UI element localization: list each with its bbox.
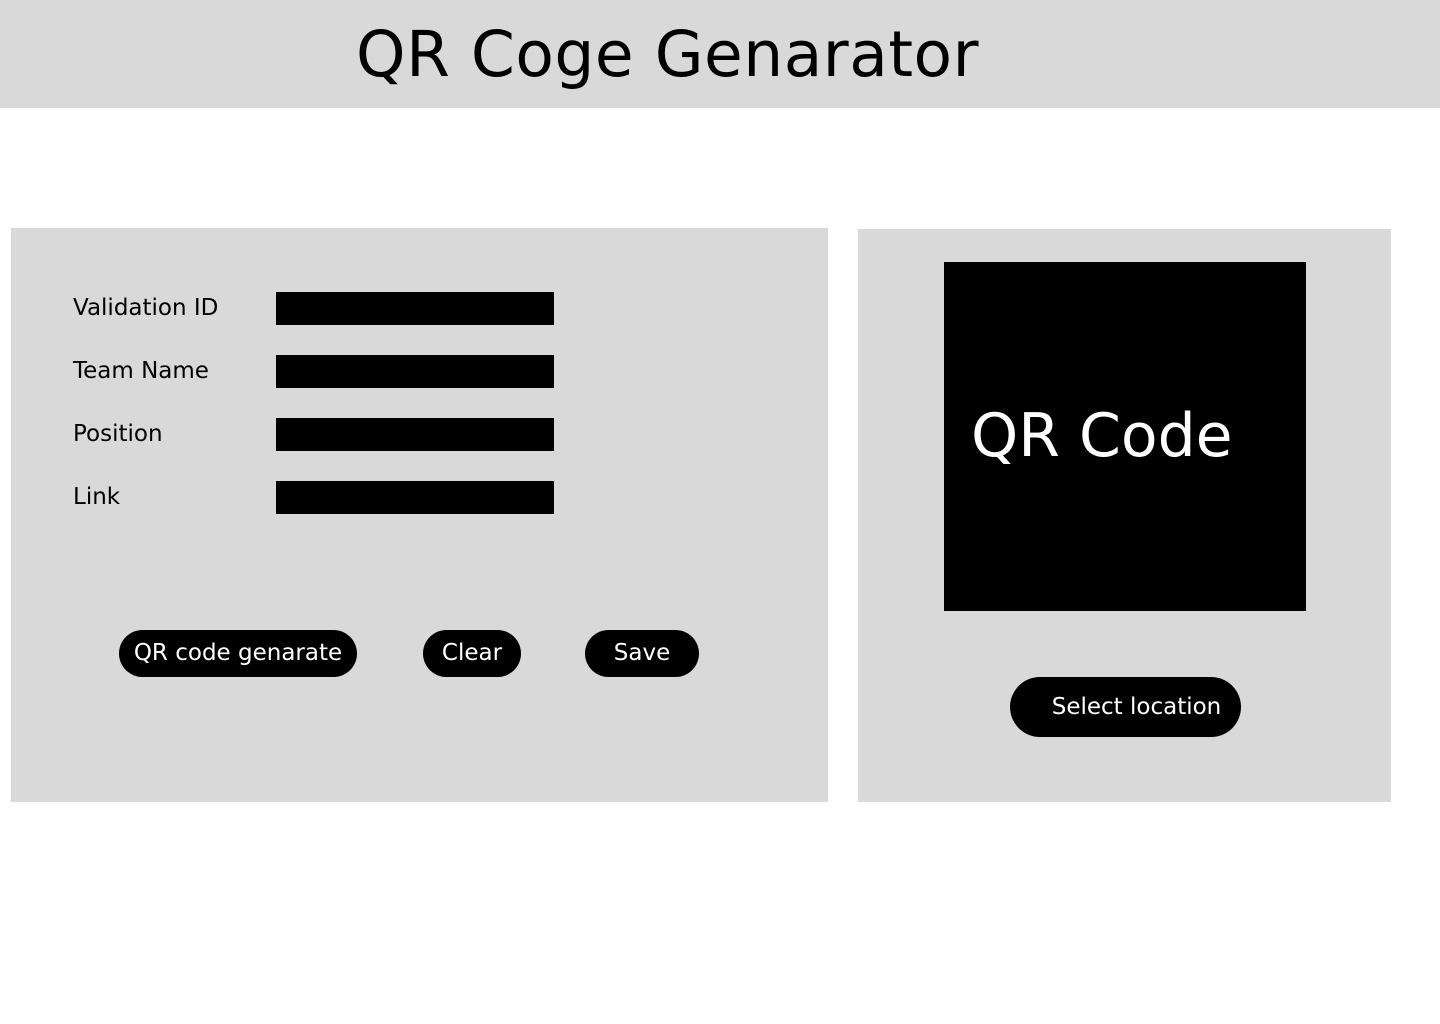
qr-code-label: QR Code <box>971 401 1233 471</box>
validation-id-input[interactable] <box>276 292 554 325</box>
clear-button[interactable]: Clear <box>423 630 521 677</box>
validation-id-label: Validation ID <box>73 295 219 321</box>
save-button[interactable]: Save <box>585 630 699 677</box>
app-title: QR Coge Genarator <box>356 18 979 91</box>
preview-panel: QR Code Select location <box>858 229 1391 802</box>
qr-code-placeholder: QR Code <box>944 262 1306 611</box>
link-input[interactable] <box>276 481 554 514</box>
team-name-label: Team Name <box>73 358 209 384</box>
team-name-input[interactable] <box>276 355 554 388</box>
generate-qr-button[interactable]: QR code genarate <box>119 630 357 677</box>
form-panel: Validation ID Team Name Position Link QR… <box>11 228 828 802</box>
position-input[interactable] <box>276 418 554 451</box>
app-header: QR Coge Genarator <box>0 0 1440 108</box>
select-location-button[interactable]: Select location <box>1010 677 1241 737</box>
position-label: Position <box>73 421 163 447</box>
link-label: Link <box>73 484 121 510</box>
